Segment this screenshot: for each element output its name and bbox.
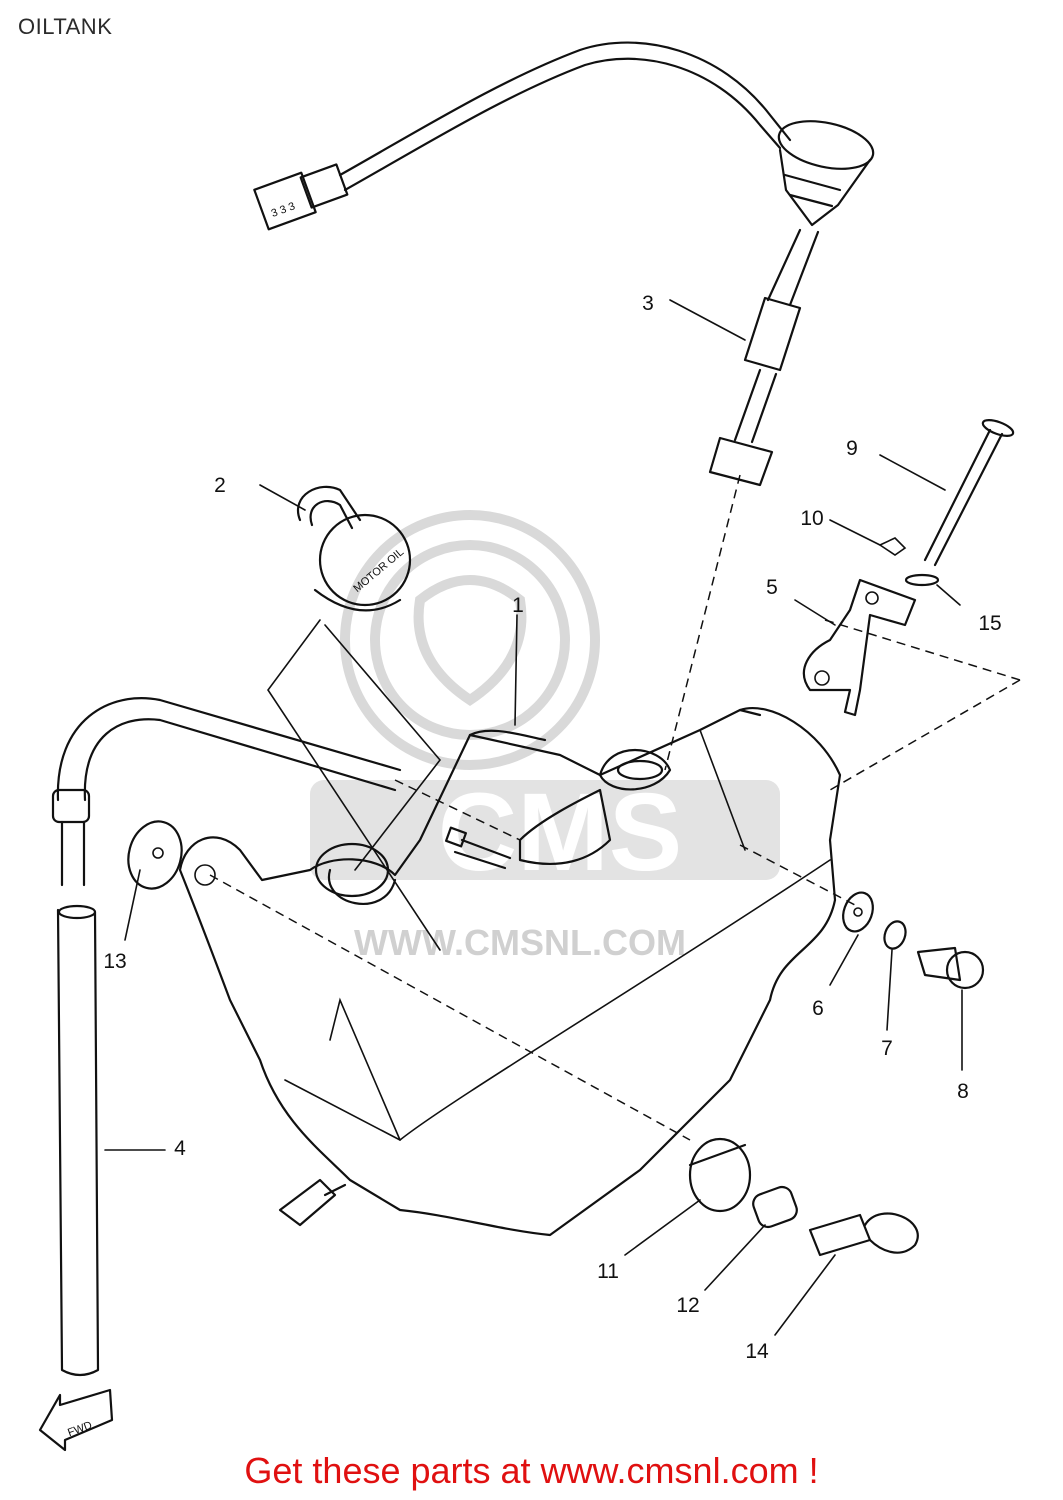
callout-12: 12 — [676, 1294, 699, 1317]
callout-5: 5 — [766, 576, 778, 599]
footer-link-text[interactable]: Get these parts at www.cmsnl.com ! — [244, 1450, 819, 1491]
callout-15: 15 — [978, 612, 1001, 635]
part-3-oil-level-gauge — [708, 120, 875, 487]
callout-8: 8 — [957, 1080, 969, 1103]
watermark-logo: CMS — [438, 771, 682, 894]
svg-text:3 3 3: 3 3 3 — [270, 200, 297, 220]
callout-2: 2 — [214, 474, 226, 497]
part-6-washer — [842, 891, 874, 933]
callout-11: 11 — [597, 1260, 619, 1283]
callout-9: 9 — [846, 437, 858, 460]
callout-1: 1 — [512, 594, 524, 617]
watermark-url: WWW.CMSNL.COM — [354, 922, 686, 963]
callout-13: 13 — [103, 950, 126, 973]
part-5-bracket — [802, 578, 917, 717]
callout-6: 6 — [812, 997, 824, 1020]
part-9-bolt — [923, 419, 1015, 567]
forward-arrow: FWD — [38, 1388, 114, 1452]
leader-lines — [104, 299, 1021, 1336]
page-title: OILTANK — [18, 14, 113, 39]
part-1-oil-tank — [178, 707, 842, 1237]
callout-14: 14 — [745, 1340, 769, 1363]
part-15-washer — [904, 573, 940, 587]
part-8-bolt — [916, 946, 985, 990]
part-12-collar — [752, 1185, 798, 1229]
part-7-lock-washer — [883, 920, 907, 950]
fwd-label: FWD — [66, 1419, 94, 1439]
callout-10: 10 — [800, 507, 823, 530]
watermark: CMS WWW.CMSNL.COM — [310, 510, 780, 963]
callout-numbers: 1 2 3 4 5 6 7 8 9 10 11 12 13 14 15 — [103, 292, 1001, 1363]
callout-4: 4 — [174, 1137, 186, 1160]
part-10-clip — [878, 537, 907, 556]
part-14-wing-bolt — [808, 1212, 919, 1257]
part-13-grommet — [127, 820, 183, 890]
part-4-breather-hose — [51, 697, 402, 1377]
sensor-wire: 3 3 3 — [253, 41, 792, 231]
part-11-grommet — [688, 1137, 752, 1213]
callout-7: 7 — [881, 1037, 893, 1060]
callout-3: 3 — [642, 292, 654, 315]
